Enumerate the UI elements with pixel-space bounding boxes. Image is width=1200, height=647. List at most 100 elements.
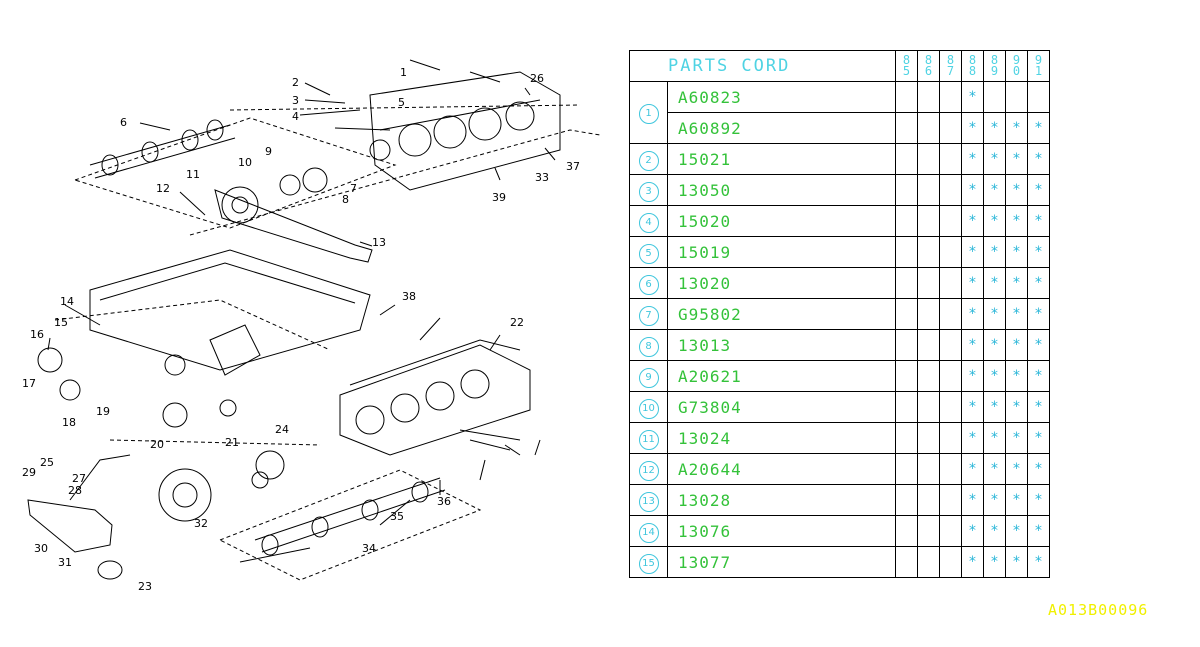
circled-index: 7 <box>638 305 659 326</box>
part-code: 13077 <box>667 546 896 578</box>
applicability-mark <box>917 546 940 578</box>
part-code: 13050 <box>667 174 896 206</box>
leader-lines <box>47 82 556 563</box>
applicability-mark: * <box>961 360 984 392</box>
part-code: A20621 <box>667 360 896 392</box>
table-row: A60892**** <box>630 112 1050 144</box>
applicability-mark: * <box>1005 143 1028 175</box>
applicability-mark <box>895 298 918 330</box>
applicability-mark: * <box>983 298 1006 330</box>
applicability-mark <box>939 143 962 175</box>
upper-timing-belt <box>214 167 373 263</box>
applicability-mark <box>917 112 940 144</box>
circled-index: 4 <box>638 212 659 233</box>
applicability-mark: * <box>1027 174 1050 206</box>
index-cell: 12 <box>629 453 668 485</box>
index-cell: 10 <box>629 391 668 423</box>
applicability-mark: * <box>961 81 984 113</box>
applicability-mark <box>917 422 940 454</box>
applicability-mark: * <box>1005 205 1028 237</box>
applicability-mark <box>895 174 918 206</box>
callout: 12 <box>156 182 170 195</box>
applicability-mark: * <box>1005 267 1028 299</box>
applicability-mark <box>917 81 940 113</box>
applicability-mark <box>939 329 962 361</box>
applicability-mark: * <box>983 484 1006 516</box>
lower-tensioner-assembly <box>37 347 285 489</box>
circled-index: 11 <box>638 429 659 450</box>
parts-cord-header: PARTS CORD <box>629 50 896 82</box>
callout: 26 <box>530 72 544 85</box>
applicability-mark <box>939 298 962 330</box>
applicability-mark: * <box>1027 515 1050 547</box>
callout: 24 <box>275 423 289 436</box>
applicability-mark: * <box>1005 329 1028 361</box>
applicability-mark <box>895 515 918 547</box>
circled-index: 3 <box>638 181 659 202</box>
applicability-mark: * <box>983 112 1006 144</box>
index-cell: 5 <box>629 236 668 268</box>
index-cell: 1 <box>629 81 668 144</box>
applicability-mark <box>895 453 918 485</box>
upper-camshaft <box>89 119 236 179</box>
applicability-mark <box>1005 81 1028 113</box>
applicability-mark: * <box>961 267 984 299</box>
index-cell: 14 <box>629 515 668 547</box>
circled-index: 2 <box>638 150 659 171</box>
engine-block <box>89 249 371 376</box>
applicability-mark: * <box>1005 236 1028 268</box>
applicability-mark <box>939 112 962 144</box>
index-cell: 2 <box>629 143 668 175</box>
circled-index: 14 <box>638 522 659 543</box>
applicability-mark: * <box>961 546 984 578</box>
callout: 1 <box>400 66 407 79</box>
part-code: G95802 <box>667 298 896 330</box>
applicability-mark <box>939 453 962 485</box>
callout: 17 <box>22 377 36 390</box>
applicability-mark: * <box>961 515 984 547</box>
index-cell: 6 <box>629 267 668 299</box>
applicability-mark <box>895 81 918 113</box>
callout: 4 <box>292 110 299 123</box>
applicability-mark <box>895 484 918 516</box>
callout: 27 <box>72 472 86 485</box>
applicability-mark <box>917 329 940 361</box>
callout: 3 <box>292 94 299 107</box>
applicability-mark: * <box>1027 422 1050 454</box>
applicability-mark <box>939 422 962 454</box>
index-cell: 3 <box>629 174 668 206</box>
applicability-mark <box>895 143 918 175</box>
applicability-mark <box>895 329 918 361</box>
applicability-mark: * <box>983 546 1006 578</box>
circled-index: 15 <box>638 553 659 574</box>
upper-dashed-frames <box>73 104 601 236</box>
callout: 31 <box>58 556 72 569</box>
circled-index: 1 <box>638 104 659 124</box>
callout: 25 <box>40 456 54 469</box>
callout: 15 <box>54 316 68 329</box>
applicability-mark: * <box>1005 112 1028 144</box>
callout: 29 <box>22 466 36 479</box>
applicability-mark <box>939 205 962 237</box>
applicability-mark <box>939 391 962 423</box>
applicability-mark: * <box>983 453 1006 485</box>
callout: 16 <box>30 328 44 341</box>
callout: 28 <box>68 484 82 497</box>
part-code: 15020 <box>667 205 896 237</box>
part-code: A20644 <box>667 453 896 485</box>
applicability-mark: * <box>1005 484 1028 516</box>
index-cell: 13 <box>629 484 668 516</box>
callout: 32 <box>194 517 208 530</box>
